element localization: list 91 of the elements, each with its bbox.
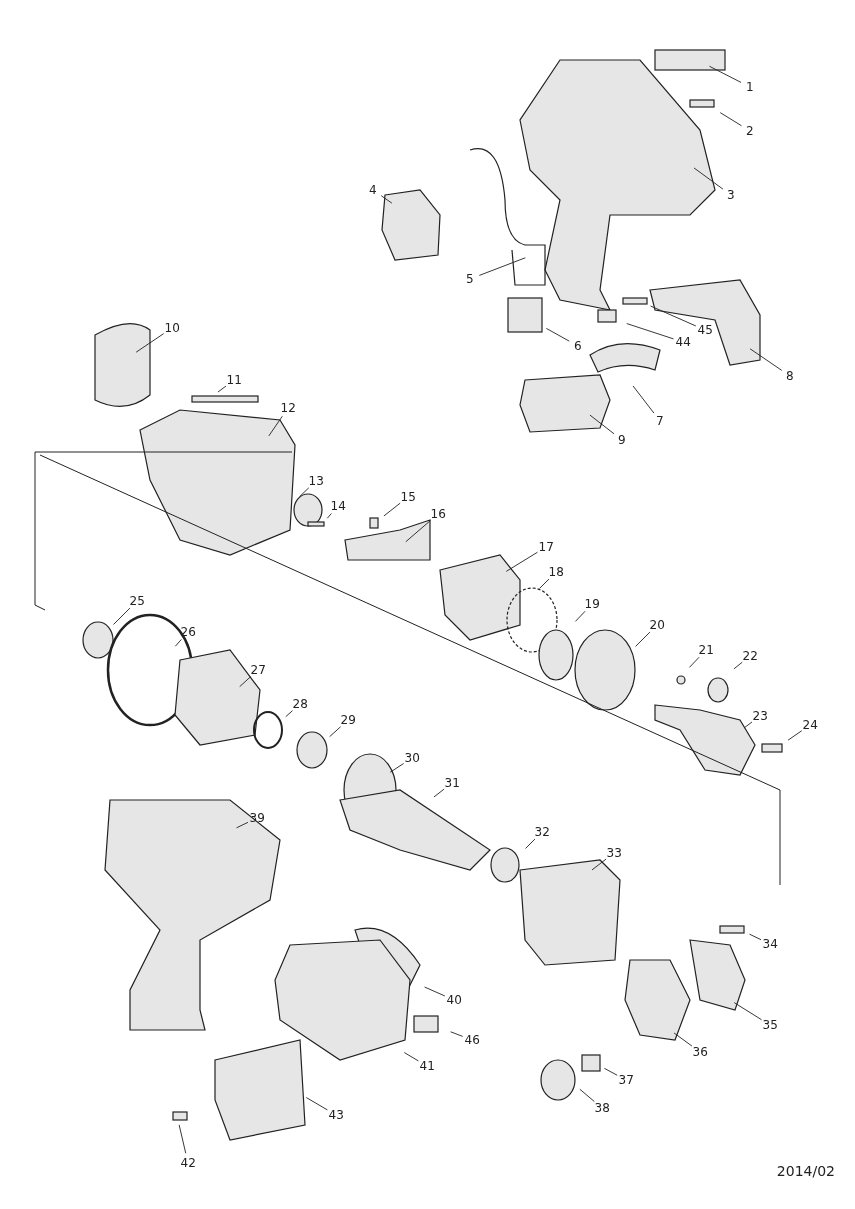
- callout-number: 44: [675, 335, 691, 349]
- callout-number: 40: [446, 993, 462, 1007]
- leader-line: [539, 578, 550, 589]
- leader-line: [673, 1032, 693, 1047]
- callout-number: 10: [164, 321, 180, 335]
- callout-number: 27: [250, 663, 266, 677]
- callout-number: 14: [330, 499, 346, 513]
- leader-line: [603, 1067, 618, 1076]
- leader-line: [217, 385, 227, 393]
- leader-line: [632, 385, 655, 414]
- leader-line: [239, 676, 252, 688]
- leader-line: [635, 631, 651, 647]
- leader-line: [749, 348, 783, 371]
- leader-line: [478, 257, 526, 276]
- callout-number: 39: [249, 811, 265, 825]
- callout-number: 42: [180, 1156, 196, 1170]
- callout-number: 31: [444, 776, 460, 790]
- leader-line: [650, 305, 697, 327]
- callout-number: 35: [762, 1018, 778, 1032]
- leader-line: [589, 414, 615, 435]
- leader-line: [743, 721, 753, 729]
- leader-line: [749, 933, 762, 941]
- callout-number: 4: [369, 183, 377, 197]
- leader-line: [626, 323, 674, 340]
- callout-number: 33: [606, 846, 622, 860]
- leader-line: [305, 1097, 328, 1111]
- callout-number: 41: [419, 1059, 435, 1073]
- leader-line: [733, 1002, 762, 1021]
- leader-line: [579, 1088, 595, 1102]
- callout-number: 7: [656, 414, 664, 428]
- leader-line: [450, 1031, 464, 1037]
- callout-number: 24: [802, 718, 818, 732]
- callout-number: 29: [340, 713, 356, 727]
- leader-line: [545, 328, 570, 342]
- callout-number: 34: [762, 937, 778, 951]
- callout-number: 9: [618, 433, 626, 447]
- callout-number: 21: [698, 643, 714, 657]
- callout-number: 6: [574, 339, 582, 353]
- leader-line: [135, 333, 165, 353]
- callout-number: 25: [129, 594, 145, 608]
- callout-number: 43: [328, 1108, 344, 1122]
- callout-number: 45: [697, 323, 713, 337]
- leader-line: [719, 112, 742, 127]
- callout-number: 38: [594, 1101, 610, 1115]
- callout-number: 32: [534, 825, 550, 839]
- callout-number: 8: [786, 369, 794, 383]
- leader-line: [268, 415, 283, 437]
- callout-number: 15: [400, 490, 416, 504]
- callout-number: 12: [280, 401, 296, 415]
- callout-number: 46: [464, 1033, 480, 1047]
- date-note: 2014/02: [776, 1163, 835, 1180]
- leader-line: [433, 788, 445, 798]
- leader-line: [505, 551, 538, 572]
- leader-line: [113, 607, 131, 625]
- callout-number: 2: [746, 124, 754, 138]
- callout-number: 17: [538, 540, 554, 554]
- callout-number: 18: [548, 565, 564, 579]
- callout-number: 3: [727, 188, 735, 202]
- callout-number: 28: [292, 697, 308, 711]
- leader-line: [380, 195, 393, 204]
- leader-line: [709, 65, 742, 83]
- leader-line: [403, 1052, 419, 1062]
- leader-line: [329, 726, 342, 738]
- leader-line: [389, 763, 405, 773]
- callout-number: 11: [226, 373, 242, 387]
- callout-number: 13: [308, 474, 324, 488]
- leader-line: [236, 821, 249, 829]
- callout-number: 16: [430, 507, 446, 521]
- leader-line: [299, 487, 310, 497]
- leader-line: [693, 167, 724, 190]
- leader-line: [178, 1124, 187, 1154]
- callout-number: 5: [466, 272, 474, 286]
- callout-number: 36: [692, 1045, 708, 1059]
- leader-line: [733, 661, 743, 670]
- leader-line: [285, 710, 293, 718]
- callout-number: 19: [584, 597, 600, 611]
- leader-line: [591, 858, 607, 871]
- leader-line: [689, 656, 700, 668]
- callout-number: 23: [752, 709, 768, 723]
- leader-line: [525, 838, 536, 849]
- callout-number: 1: [746, 80, 754, 94]
- callout-number: 30: [404, 751, 420, 765]
- callout-number: 37: [618, 1073, 634, 1087]
- leader-line: [424, 986, 446, 997]
- callout-number: 20: [649, 618, 665, 632]
- leader-line: [383, 502, 401, 517]
- leader-line: [174, 639, 182, 647]
- leader-line: [787, 730, 803, 741]
- callout-number: 22: [742, 649, 758, 663]
- leader-line: [575, 610, 586, 622]
- leader-line: [326, 513, 332, 519]
